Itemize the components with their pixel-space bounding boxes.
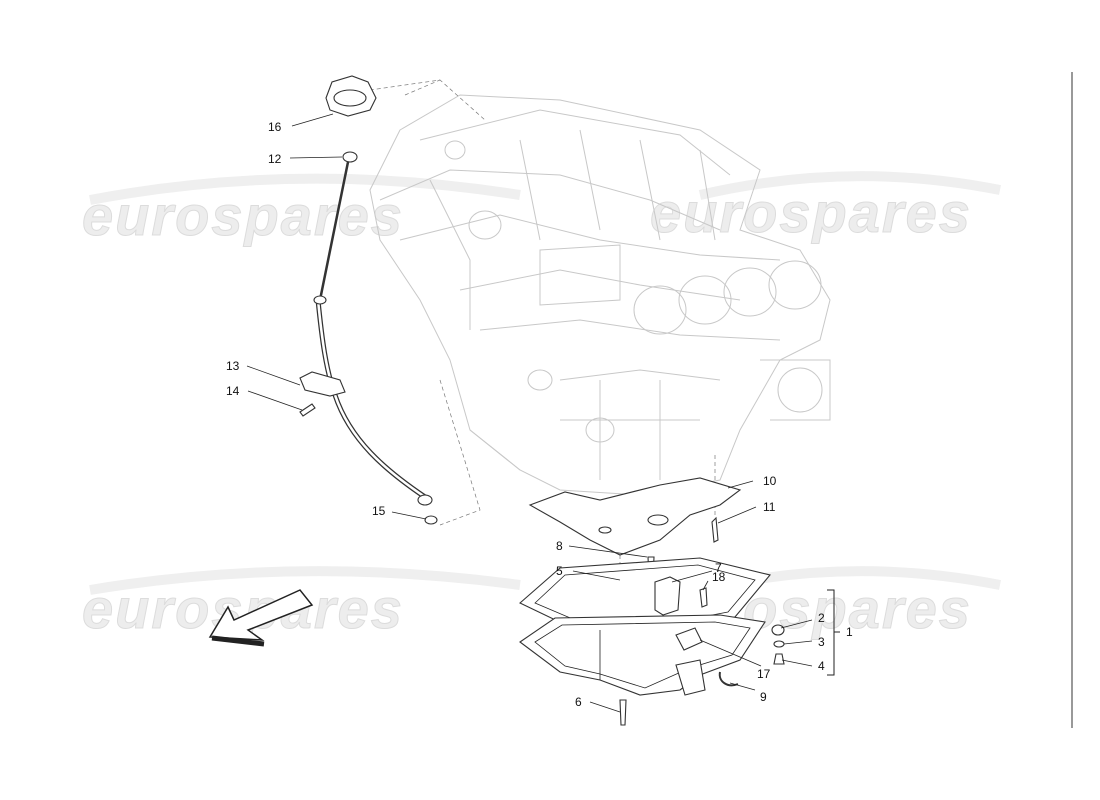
baffle-plate-hole xyxy=(598,526,612,534)
callout-8: 8 xyxy=(556,539,563,553)
callout-10: 10 xyxy=(763,474,777,488)
callout-6: 6 xyxy=(575,695,582,709)
baffle-screw xyxy=(711,516,719,543)
tube-o-ring xyxy=(424,515,438,525)
callout-12: 12 xyxy=(268,152,282,166)
oil-level-sensor xyxy=(675,627,703,651)
callout-4: 4 xyxy=(818,659,825,673)
drain-insert xyxy=(773,653,785,665)
watermark-text: eurospares xyxy=(650,181,972,244)
baffle-plate-hole xyxy=(647,514,669,526)
baffle-plate xyxy=(528,477,742,556)
callout-17: 17 xyxy=(757,667,771,681)
callout-5: 5 xyxy=(556,564,563,578)
callout-7: 7 xyxy=(715,561,722,575)
callout-labels: 16 12 13 14 15 10 11 8 5 7 18 2 3 4 1 17… xyxy=(226,120,853,709)
watermark-text: eurospares xyxy=(82,184,404,247)
direction-arrow xyxy=(208,589,314,647)
oil-pickup xyxy=(654,576,681,616)
callout-3: 3 xyxy=(818,635,825,649)
callout-13: 13 xyxy=(226,359,240,373)
callout-9: 9 xyxy=(760,690,767,704)
callout-18: 18 xyxy=(712,570,726,584)
dipstick-seal-ring xyxy=(342,151,358,163)
drain-washer xyxy=(773,640,785,648)
callout-2: 2 xyxy=(818,611,825,625)
drain-plug xyxy=(771,624,785,636)
leader-lines xyxy=(246,113,813,713)
callout-16: 16 xyxy=(268,120,282,134)
callout-11: 11 xyxy=(763,500,776,514)
bracket-screw xyxy=(299,403,316,417)
callout-14: 14 xyxy=(226,384,240,398)
callout-1: 1 xyxy=(846,625,853,639)
oil-filler-cap xyxy=(325,75,377,117)
dipstick-bracket xyxy=(299,371,346,397)
oil-pan xyxy=(519,614,766,696)
pan-bolt xyxy=(619,699,627,726)
retaining-clip xyxy=(718,671,739,687)
engine-block-drawing xyxy=(369,94,831,496)
callout-15: 15 xyxy=(372,504,386,518)
group-bracket xyxy=(827,589,840,676)
